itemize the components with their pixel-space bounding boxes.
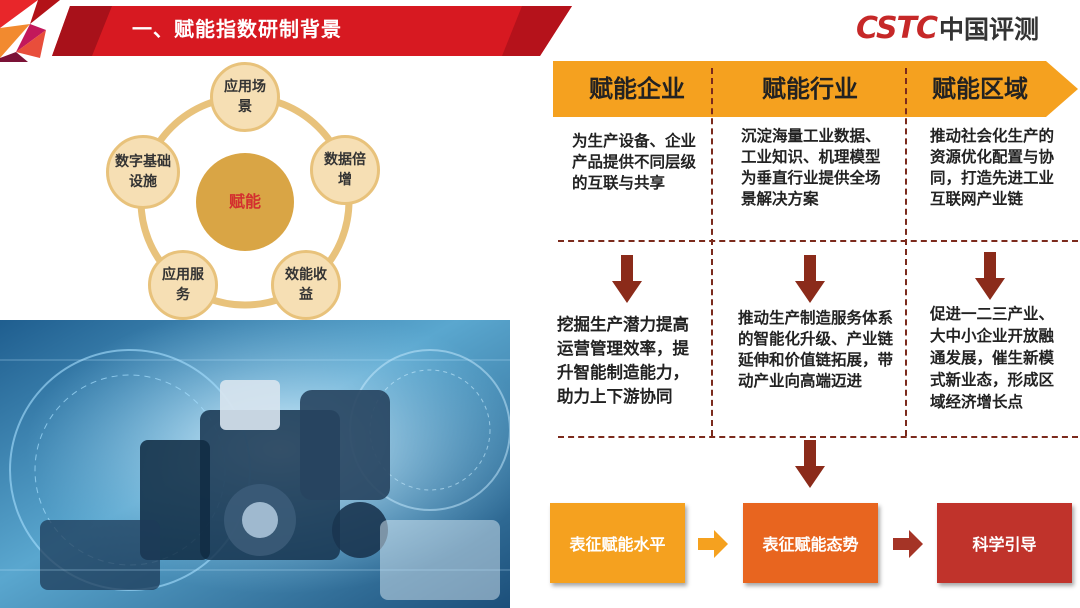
- cycle-node-app-scene: 应用场景: [210, 62, 280, 132]
- down-arrow-icon: [795, 255, 825, 303]
- outcome-label: 表征赋能水平: [569, 535, 666, 554]
- column-divider: [711, 68, 713, 436]
- industrial-machine-photo: [0, 320, 510, 608]
- stage-title-region: 赋能区域: [932, 75, 1028, 103]
- column-divider: [905, 68, 907, 436]
- stage-title-industry: 赋能行业: [762, 75, 858, 103]
- stage-result: 挖掘生产潜力提高运营管理效率，提升智能制造能力，助力上下游协同: [557, 315, 689, 406]
- cycle-node-label: 数字基础设施: [115, 154, 171, 190]
- triangle-decoration-icon: [0, 0, 60, 62]
- down-arrow-icon: [975, 252, 1005, 300]
- title-banner: [52, 6, 572, 56]
- cycle-node-data-growth: 数据倍增: [310, 135, 380, 205]
- stage-description: 为生产设备、企业产品提供不同层级的互联与共享: [572, 132, 697, 192]
- stage-description: 沉淀海量工业数据、工业知识、机理模型为垂直行业提供全场景解决方案: [741, 127, 881, 208]
- stage-result: 推动生产制造服务体系的智能化升级、产业链延伸和价值链拓展，带动产业向高端迈进: [738, 309, 894, 390]
- outcome-box-level: 表征赋能水平: [550, 503, 685, 583]
- row-divider: [558, 436, 1078, 438]
- enablement-cycle-diagram: 赋能 应用场景 数据倍增 效能收益 应用服务 数字基础设施: [100, 60, 390, 322]
- stage-arrow-banner: [553, 61, 1078, 117]
- cycle-node-efficiency: 效能收益: [271, 250, 341, 320]
- outcome-box-trend: 表征赋能态势: [743, 503, 878, 583]
- stage-result: 促进一二三产业、大中小企业开放融通发展，催生新模式新业态，形成区域经济增长点: [930, 305, 1055, 411]
- logo-chinese: 中国评测: [939, 15, 1040, 44]
- right-arrow-icon: [893, 530, 923, 558]
- stage-description: 推动社会化生产的资源优化配置与协同，打造先进工业互联网产业链: [930, 127, 1055, 208]
- cycle-node-label: 数据倍增: [324, 152, 366, 188]
- cycle-center-node: 赋能: [196, 153, 294, 251]
- cycle-center-label: 赋能: [228, 192, 261, 211]
- page-title: 一、赋能指数研制背景: [132, 17, 342, 41]
- down-arrow-icon: [612, 255, 642, 303]
- cycle-node-app-service: 应用服务: [148, 250, 218, 320]
- cycle-node-label: 效能收益: [285, 267, 327, 303]
- right-arrow-icon: [698, 530, 728, 558]
- cycle-node-label: 应用服务: [162, 267, 204, 303]
- outcome-box-guidance: 科学引导: [937, 503, 1072, 583]
- row-divider: [558, 240, 1078, 242]
- outcome-label: 科学引导: [972, 535, 1037, 554]
- cycle-node-digital-infra: 数字基础设施: [106, 135, 180, 209]
- cycle-node-label: 应用场景: [224, 79, 266, 115]
- cstc-logo: CSTC中国评测: [856, 10, 1039, 46]
- down-arrow-icon: [795, 440, 825, 488]
- outcome-label: 表征赋能态势: [762, 535, 859, 554]
- stage-title-enterprise: 赋能企业: [589, 75, 685, 103]
- logo-latin: CSTC: [856, 11, 938, 46]
